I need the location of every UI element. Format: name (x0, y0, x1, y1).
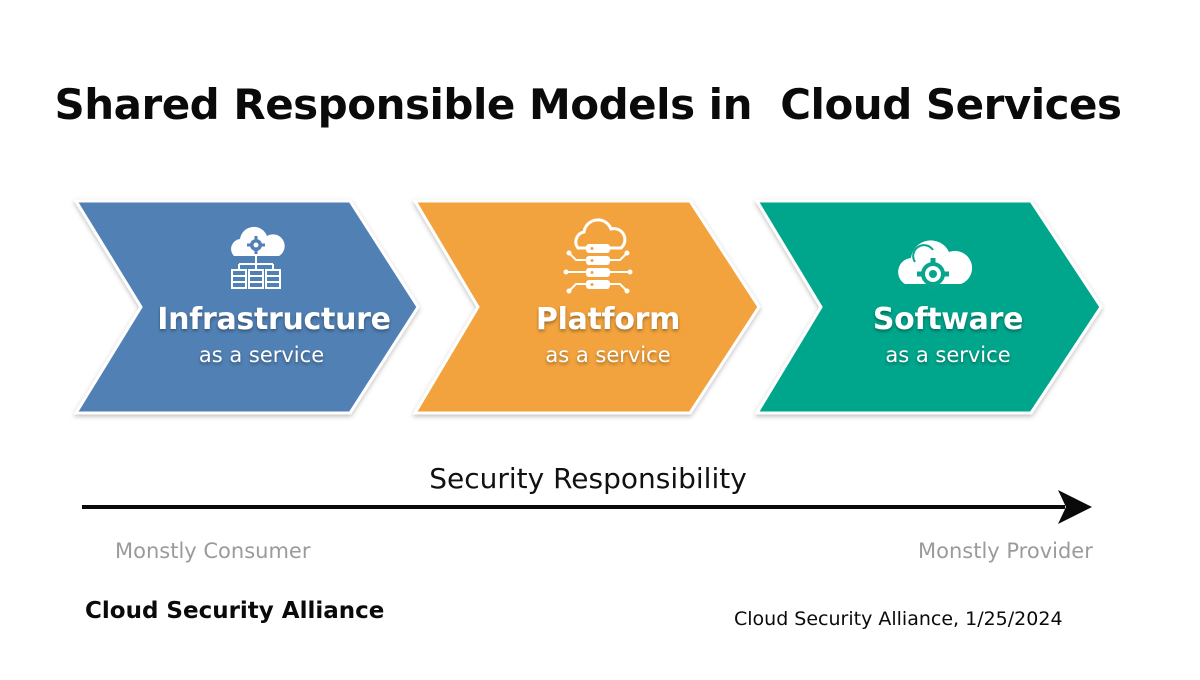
start-label: Monstly Consumer (115, 539, 311, 563)
end-label: Monstly Provider (918, 539, 1093, 563)
footer-source: Cloud Security Alliance (85, 598, 385, 624)
responsibility-arrow-head (1058, 490, 1092, 524)
chevron-software (754, 199, 1103, 415)
cloud-servers-icon (231, 226, 285, 289)
chevron-platform (412, 199, 761, 415)
model-subtitle: as a service (545, 343, 671, 367)
model-name: Software (872, 302, 1024, 337)
footer-citation: Cloud Security Alliance, 1/25/2024 (734, 608, 1063, 630)
cloud-database-icon (563, 218, 633, 294)
page-title: Shared Responsible Models in Cloud Servi… (54, 80, 1122, 129)
model-label-software: Software as a service (798, 302, 1098, 367)
model-name: Platform (535, 302, 681, 337)
model-name: Infrastructure (157, 302, 391, 337)
model-label-platform: Platform as a service (458, 302, 758, 367)
chevron-infrastructure (73, 199, 420, 415)
axis-label: Security Responsibility (429, 462, 747, 495)
model-label-infrastructure: Infrastructure as a service (124, 302, 424, 367)
model-subtitle: as a service (198, 343, 325, 367)
cloud-gear-icon (898, 240, 973, 290)
model-subtitle: as a service (885, 343, 1011, 367)
